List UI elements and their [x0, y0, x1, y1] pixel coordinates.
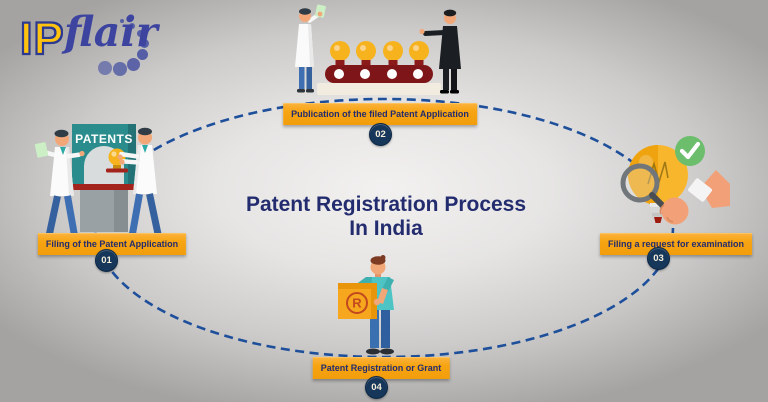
- filing-application-illustration: PATENTS: [34, 124, 166, 244]
- logo-dot: [98, 61, 112, 75]
- step-03-number-badge: 03: [647, 247, 670, 270]
- ipflair-logo: IP flair: [18, 8, 188, 82]
- patents-sign-text: PATENTS: [75, 132, 133, 146]
- grant-illustration: R: [338, 255, 394, 355]
- publication-illustration: [295, 4, 461, 95]
- logo-ip-text: IP: [19, 13, 65, 64]
- magnifier-icon: [620, 163, 667, 210]
- step-02-label-bar: Publication of the filed Patent Applicat…: [283, 103, 477, 125]
- step-02-number-badge: 02: [369, 123, 392, 146]
- patents-booth: PATENTS: [68, 124, 142, 232]
- man-in-suit: [419, 9, 461, 94]
- registered-box-icon: R: [338, 283, 381, 319]
- logo-flair-text: flair: [64, 8, 158, 56]
- logo-dot: [140, 39, 149, 48]
- conveyor-belt: [317, 65, 441, 95]
- step-03-label-bar: Filing a request for examination: [599, 233, 753, 255]
- registered-symbol-text: R: [352, 296, 362, 311]
- check-circle-icon: [675, 136, 705, 166]
- logo-dot: [120, 19, 124, 23]
- page-title: Patent Registration Process In India: [246, 193, 526, 241]
- logo-dot: [137, 30, 144, 37]
- logo-dot: [129, 23, 135, 29]
- logo-dot: [127, 58, 140, 71]
- step-04-number-badge: 04: [365, 376, 388, 399]
- step-01-label-bar: Filing of the Patent Application: [37, 233, 187, 255]
- examination-illustration: [620, 136, 730, 225]
- logo-dot: [113, 62, 127, 76]
- scientist-with-paper: [295, 4, 326, 93]
- logo-dot: [137, 49, 148, 60]
- page-title-line1: Patent Registration Process: [245, 193, 527, 216]
- step-01-number-badge: 01: [95, 249, 118, 272]
- page-title-line2: In India: [349, 216, 423, 240]
- hand-holding-magnifier: [659, 170, 730, 225]
- step-04-label-bar: Patent Registration or Grant: [312, 357, 450, 379]
- scientist-right: [117, 127, 166, 242]
- lightbulb-row-icons: [330, 41, 429, 66]
